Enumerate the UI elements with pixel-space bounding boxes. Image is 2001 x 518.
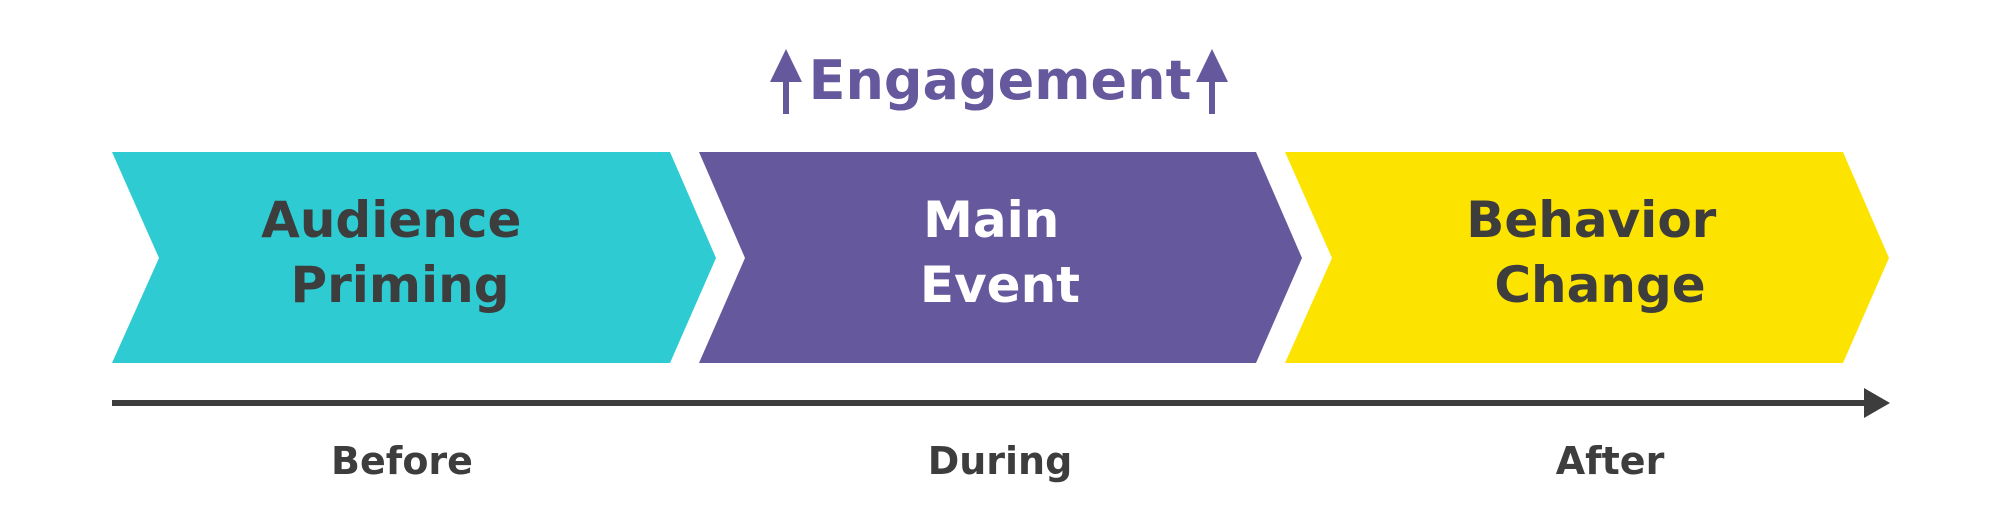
up-arrow-icon <box>770 49 802 114</box>
stage-chevron <box>1285 152 1889 363</box>
stage-label-line-2: Change <box>1494 256 1705 314</box>
phase-label-before: Before <box>331 439 473 483</box>
phase-label-during: During <box>928 439 1073 483</box>
stage-chevron <box>699 152 1302 363</box>
right-arrow-icon <box>1864 388 1890 418</box>
phase-labels: Before During After <box>331 439 1665 483</box>
stage-label-line-2: Priming <box>290 256 509 314</box>
stage-label-line-1: Behavior <box>1466 191 1716 249</box>
stage-label: Behavior Change <box>1466 191 1734 314</box>
up-arrow-icon <box>1196 49 1228 114</box>
stage-main-event: Main Event <box>699 152 1302 363</box>
stage-label-line-1: Main <box>923 191 1059 249</box>
stage-label: Main Event <box>920 191 1080 314</box>
engagement-label: Engagement <box>809 49 1192 112</box>
timeline-line <box>112 400 1868 406</box>
stage-label-line-2: Event <box>920 256 1080 314</box>
stage-chevron <box>112 152 716 363</box>
phase-label-after: After <box>1556 439 1665 483</box>
stage-label: Audience Priming <box>261 191 539 314</box>
stage-label-line-1: Audience <box>261 191 521 249</box>
stage-audience-priming: Audience Priming <box>112 152 716 363</box>
engagement-header: Engagement <box>770 49 1228 114</box>
stage-behavior-change: Behavior Change <box>1285 152 1889 363</box>
timeline <box>112 388 1890 418</box>
